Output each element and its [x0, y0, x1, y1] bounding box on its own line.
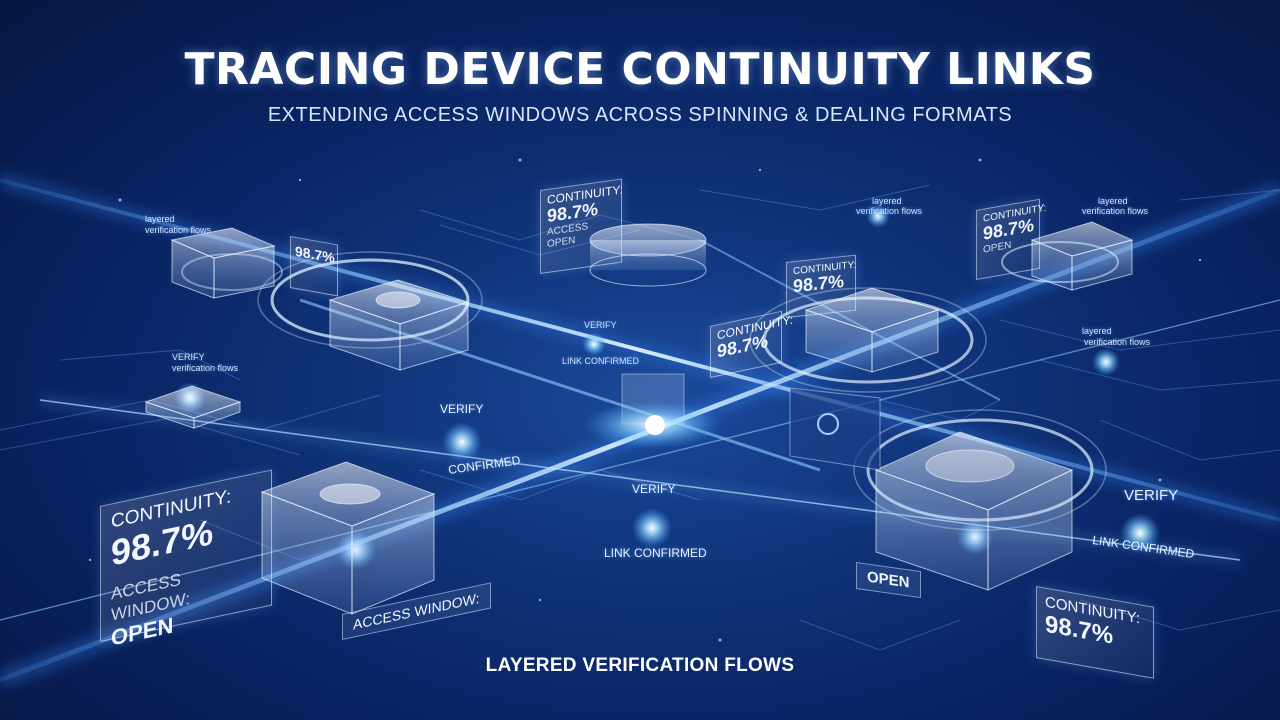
- label-layered-b: layered: [872, 196, 902, 206]
- label-link-confirmed-top: LINK CONFIRMED: [562, 356, 640, 366]
- central-hub: [583, 373, 723, 449]
- label-flows-c: verification flows: [1082, 206, 1149, 216]
- continuity-value: 98.7%: [295, 242, 335, 266]
- label-verify-top: VERIFY: [584, 320, 617, 330]
- label-verify-mid: VERIFY: [440, 402, 484, 416]
- page-title: TRACING DEVICE CONTINUITY LINKS: [184, 44, 1096, 95]
- continuity-panel-top-right: CONTINUITY: 98.7% OPEN: [976, 198, 1046, 280]
- page-subtitle: EXTENDING ACCESS WINDOWS ACROSS SPINNING…: [267, 104, 1013, 126]
- label-layered-c: layered: [1098, 196, 1128, 206]
- label-flows-left: verification flows: [172, 363, 239, 373]
- label-layered-d: layered: [1082, 326, 1112, 336]
- label-flows-b: verification flows: [856, 206, 923, 216]
- glass-cubes: [144, 221, 1134, 615]
- label-verify-left: VERIFY: [172, 352, 205, 362]
- continuity-value: 98.7%: [793, 270, 845, 297]
- label-layered-a: layered: [145, 214, 175, 224]
- label-flows-d: verification flows: [1084, 337, 1151, 347]
- label-link-confirmed-center: LINK CONFIRMED: [604, 546, 707, 560]
- sparks: [88, 158, 1202, 642]
- continuity-panel-top-center: CONTINUITY: 98.7% ACCESS OPEN: [540, 178, 623, 274]
- continuity-panel-small-left: 98.7%: [290, 236, 338, 297]
- label-flows-a: verification flows: [145, 225, 212, 235]
- label-verify-center: VERIFY: [632, 482, 676, 496]
- label-verify-right: VERIFY: [1124, 487, 1179, 504]
- screen-panel: [789, 387, 881, 471]
- continuity-panel-right-center: CONTINUITY: 98.7%: [786, 254, 856, 318]
- footer-caption: LAYERED VERIFICATION FLOWS: [485, 655, 795, 676]
